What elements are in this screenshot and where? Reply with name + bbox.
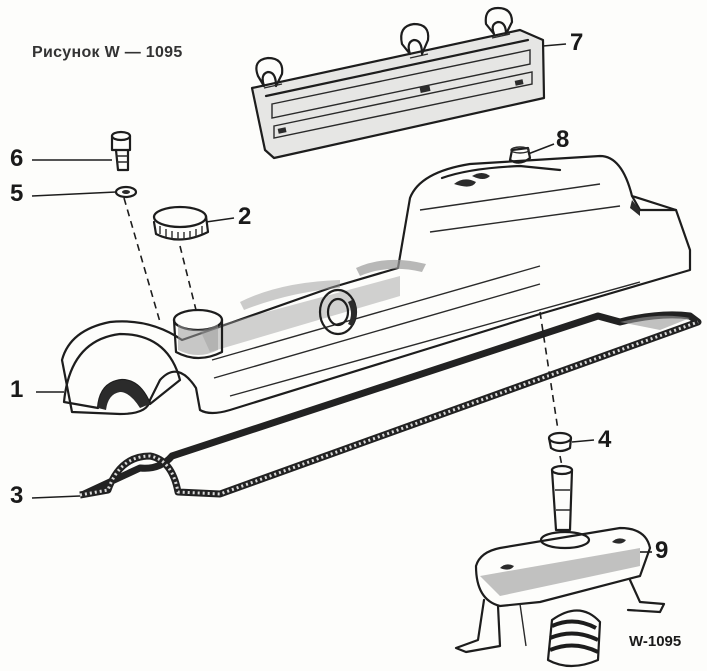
callout-2: 2 — [238, 203, 252, 230]
assembly-axes — [123, 197, 563, 467]
callout-7: 7 — [570, 29, 584, 56]
figure-title: Рисунок W — 1095 — [32, 44, 183, 61]
callout-3: 3 — [10, 482, 24, 509]
part-4-grommet — [547, 431, 573, 453]
callout-5: 5 — [10, 180, 24, 207]
leader-lines — [31, 43, 652, 553]
part-9-base-bracket — [454, 464, 666, 668]
callout-1: 1 — [10, 376, 24, 403]
part-3-gasket — [79, 311, 702, 499]
part-7-top-cover — [250, 6, 546, 160]
drawing-code: W-1095 — [629, 633, 682, 650]
callout-9: 9 — [655, 537, 669, 564]
callout-6: 6 — [10, 145, 24, 172]
callout-4: 4 — [598, 426, 612, 453]
part-2-filler-cap — [152, 205, 210, 241]
part-1-valve-cover — [60, 154, 692, 416]
part-8-fitting — [508, 146, 532, 164]
part-6-bolt — [110, 130, 132, 172]
part-5-washer — [114, 185, 138, 199]
callout-8: 8 — [556, 126, 570, 153]
